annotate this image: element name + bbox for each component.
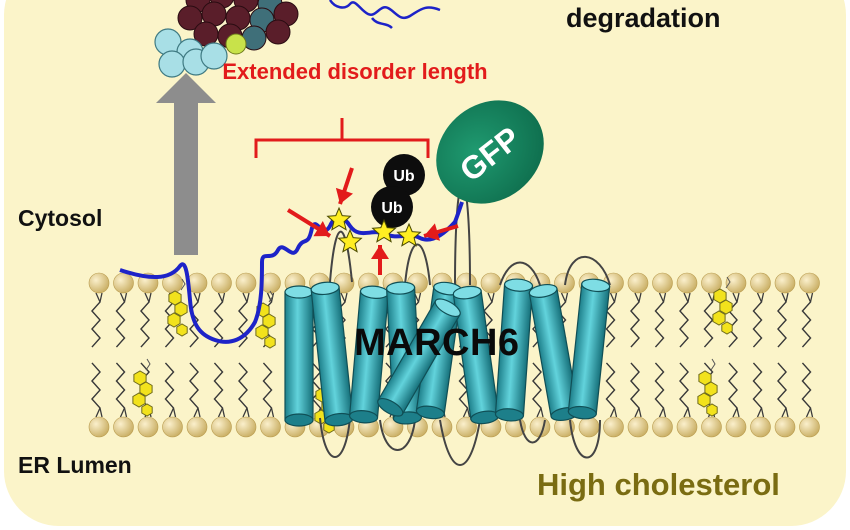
gfp-tag: GFP — [436, 100, 544, 204]
march6-transmembrane-helices — [284, 278, 611, 427]
ubiquitin-label-2: Ub — [381, 200, 403, 217]
ubiquitin-label-1: Ub — [393, 168, 415, 185]
proteasome-icon — [154, 0, 299, 78]
cytosol-label: Cytosol — [18, 205, 103, 231]
march6-label: MARCH6 — [354, 322, 520, 364]
extended-disorder-label: Extended disorder length — [222, 59, 488, 84]
ubiquitin-2: Ub — [371, 186, 413, 228]
degradation-label: degradation — [566, 3, 721, 33]
ubiquitination-sites — [326, 206, 422, 253]
ubiquitination-arrows — [286, 167, 459, 275]
ubiquitin-1: Ub — [383, 154, 425, 196]
red-bracket-icon — [254, 118, 430, 158]
degraded-peptide-squiggles — [328, 0, 441, 29]
transmembrane-loops — [319, 183, 611, 466]
gray-up-arrow-icon — [156, 73, 216, 255]
high-cholesterol-label: High cholesterol — [537, 467, 780, 502]
er-lumen-label: ER Lumen — [18, 452, 132, 478]
